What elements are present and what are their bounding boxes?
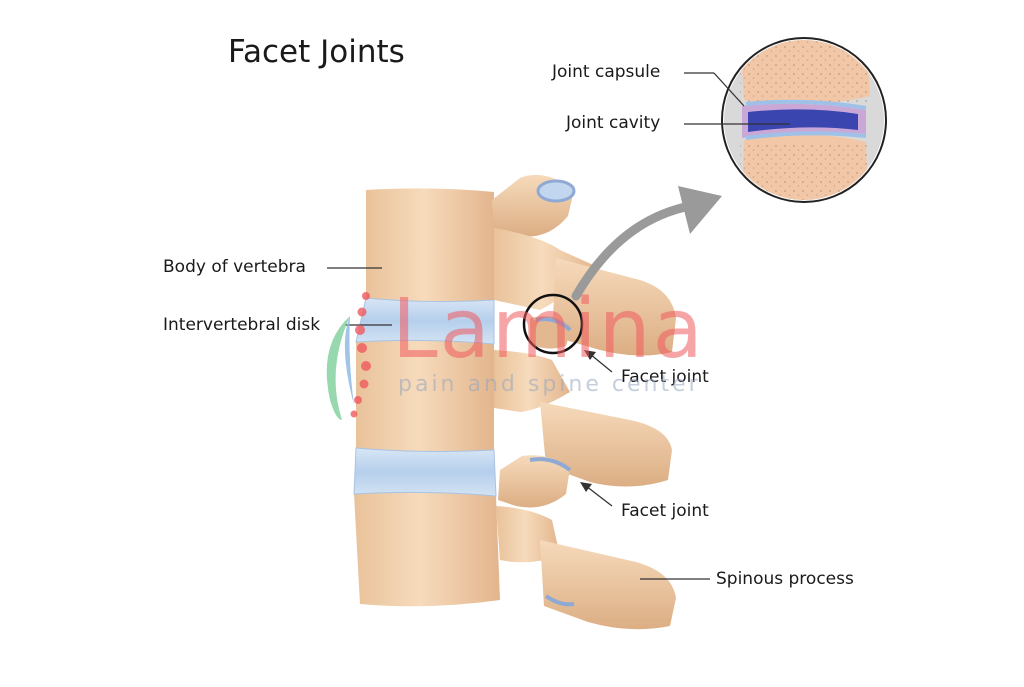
label-body-of-vertebra: Body of vertebra (163, 257, 306, 277)
label-intervertebral-disk: Intervertebral disk (163, 315, 321, 335)
magnify-circle (522, 293, 584, 355)
diagram-title: Facet Joints (228, 34, 405, 70)
intervertebral-disks (353, 297, 497, 497)
label-facet-joint-lower: Facet joint (621, 501, 709, 521)
watermark-logo-text: Lamina (392, 282, 705, 377)
zoom-arrow (571, 186, 722, 301)
logo-mark (326, 292, 371, 420)
watermark-tagline: pain and spine center (398, 372, 701, 397)
label-spinous-process: Spinous process (716, 569, 854, 589)
vertebral-bodies (354, 188, 500, 607)
label-facet-joint-upper: Facet joint (621, 367, 709, 387)
label-joint-capsule: Joint capsule (552, 62, 661, 82)
leader-lines (327, 72, 790, 580)
joint-inset (721, 37, 887, 203)
posterior-elements (492, 174, 676, 630)
label-joint-cavity: Joint cavity (566, 113, 661, 133)
